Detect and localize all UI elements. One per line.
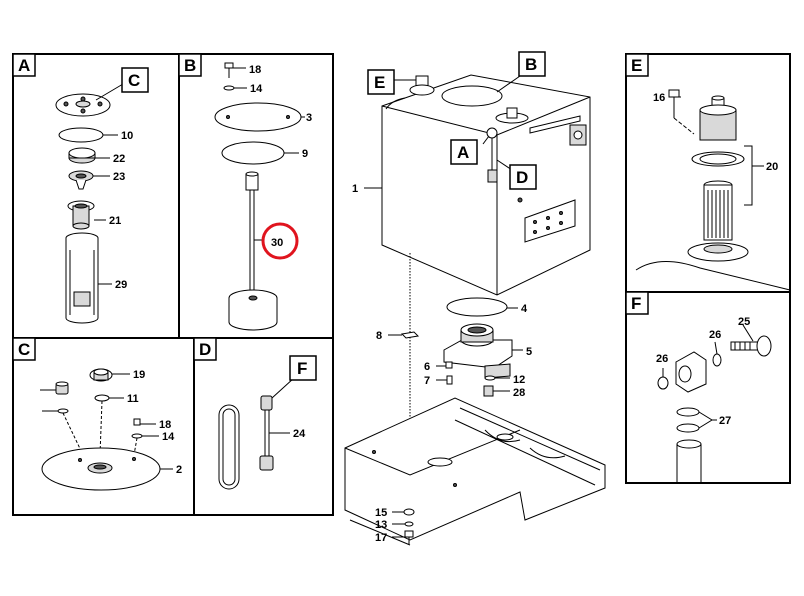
svg-text:F: F [631, 294, 641, 313]
panel-d-drawing: F 24 [218, 355, 317, 490]
callout-c: C [121, 67, 149, 93]
panel-b-drawing: 18 14 3 9 30 [214, 62, 312, 331]
part-label-4: 4 [521, 303, 528, 315]
part-label-18-b: 18 [249, 64, 261, 76]
panel-e-drawing: 16 20 [635, 89, 791, 291]
panel-c-drawing: 19 11 18 14 2 [40, 368, 182, 491]
part-label-28: 28 [513, 387, 525, 399]
callout-a-main: A [450, 139, 478, 165]
part-label-24: 24 [293, 428, 306, 440]
part-label-10: 10 [121, 130, 133, 142]
svg-text:B: B [525, 55, 537, 74]
panel-c-tab: C [12, 337, 36, 361]
part-label-26-l: 26 [656, 353, 668, 365]
part-label-14-c: 14 [162, 431, 175, 443]
panel-f-frame [625, 291, 791, 484]
part-label-25: 25 [738, 316, 750, 328]
panel-d-tab: D [193, 337, 217, 361]
part-label-8: 8 [376, 330, 382, 342]
part-label-6: 6 [424, 361, 430, 373]
svg-text:D: D [516, 168, 528, 187]
part-label-30: 30 [271, 237, 283, 249]
part-label-23: 23 [113, 171, 125, 183]
callout-e-main: E [367, 69, 395, 95]
panel-f-tab: F [625, 291, 649, 315]
panel-e-tab: E [625, 53, 649, 77]
part-label-11: 11 [127, 393, 139, 405]
svg-text:E: E [374, 73, 385, 92]
part-label-17: 17 [375, 532, 387, 544]
part-label-20: 20 [766, 161, 778, 173]
main-tank-drawing: B E A D [344, 51, 606, 546]
part-label-5: 5 [526, 346, 532, 358]
callout-b-main: B [518, 51, 546, 77]
svg-text:C: C [18, 340, 30, 359]
part-label-21: 21 [109, 215, 121, 227]
part-label-16: 16 [653, 92, 665, 104]
part-label-22: 22 [113, 153, 125, 165]
svg-text:C: C [128, 71, 140, 90]
svg-text:E: E [631, 56, 642, 75]
part-label-19: 19 [133, 369, 145, 381]
svg-text:A: A [457, 143, 469, 162]
part-label-12: 12 [513, 374, 525, 386]
part-label-15: 15 [375, 507, 387, 519]
part-label-3: 3 [306, 112, 312, 124]
svg-text:F: F [297, 359, 307, 378]
panel-d-frame [193, 337, 334, 516]
part-label-27: 27 [719, 415, 731, 427]
svg-text:A: A [18, 56, 30, 75]
panel-b-tab: B [178, 53, 202, 77]
callout-f: F [289, 355, 317, 381]
panel-f-drawing: 25 26 26 27 [656, 316, 772, 483]
part-label-2: 2 [176, 464, 182, 476]
part-label-26-r: 26 [709, 329, 721, 341]
panel-a-drawing: C 10 22 23 21 29 [55, 67, 149, 324]
part-label-14-b: 14 [250, 83, 263, 95]
svg-text:D: D [199, 340, 211, 359]
part-label-13: 13 [375, 519, 387, 531]
part-label-18-c: 18 [159, 419, 171, 431]
svg-text:B: B [184, 56, 196, 75]
panel-a-tab: A [12, 53, 36, 77]
part-label-7: 7 [424, 375, 430, 387]
part-label-9: 9 [302, 148, 308, 160]
part-label-29: 29 [115, 279, 127, 291]
callout-d-main: D [509, 164, 537, 190]
part-label-1: 1 [352, 183, 358, 195]
highlight-circle-30 [261, 222, 299, 260]
